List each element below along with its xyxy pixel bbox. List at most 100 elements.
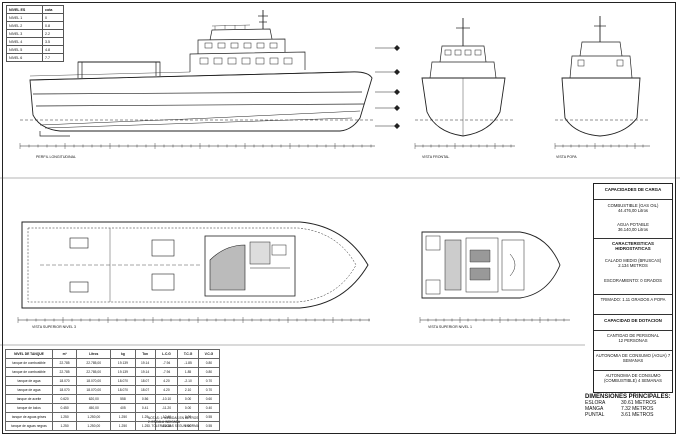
tanks-cell: 18.07 <box>134 385 156 395</box>
tanks-cell: 19.139 <box>110 367 136 377</box>
tanks-cell: 1.250 <box>110 412 136 422</box>
tanks-cell: 19.139 <box>110 358 136 368</box>
tanks-cell: 18.070,00 <box>76 376 112 386</box>
trim-text: TRIMADO: 1.11 GRADOS A POPA <box>594 294 672 309</box>
tanks-cell: 0.00 <box>177 403 199 413</box>
tanks-cell: 0.80 <box>197 358 221 368</box>
tanks-cell: 0.70 <box>197 385 221 395</box>
side-profile <box>19 10 400 149</box>
tanks-cell: 1.25 <box>134 421 156 431</box>
level-value: 7.7 <box>42 53 64 62</box>
water-label: AGUA POTABLE <box>617 222 649 227</box>
note-line: 3. TOLERANCIAS SEGUN NORMA <box>148 424 199 428</box>
tanks-cell: 1.250 <box>51 412 78 422</box>
tanks-cell: 4.20 <box>154 385 179 395</box>
tanks-cell: -7.94 <box>154 358 179 368</box>
tanks-cell: 1.250 <box>110 421 136 431</box>
tanks-cell: 22.785 <box>51 367 78 377</box>
tanks-cell: 18.070 <box>110 376 136 386</box>
tanks-cell: 0.450 <box>51 403 78 413</box>
tanks-cell: -11.20 <box>154 403 179 413</box>
dimension-label: ESLORA <box>585 400 606 406</box>
dimensions-title: DIMENSIONES PRINCIPALES: <box>585 394 671 400</box>
tanks-cell: -12.40 <box>154 421 179 431</box>
front-view <box>414 18 515 149</box>
drawing-sheet <box>2 2 676 434</box>
caption-lower-deck: VISTA SUPERIOR NIVEL 1 <box>428 325 472 329</box>
dimension-row: MANGA 7.32 METROS <box>585 406 675 412</box>
tanks-cell: 0.60 <box>197 394 221 404</box>
cargo-title: CAPACIDADES DE CARGA <box>604 187 662 192</box>
tanks-cell: tanque de agua <box>5 376 53 386</box>
tanks-cell: tanque de aguas negras <box>5 421 53 431</box>
tanks-header-cell: kg <box>110 349 136 359</box>
aft-view <box>554 16 650 149</box>
dimension-value: 3.61 METROS <box>621 412 654 418</box>
tanks-cell: 2.10 <box>177 385 199 395</box>
tanks-cell: 0.55 <box>197 412 221 422</box>
tanks-cell: 4.20 <box>154 376 179 386</box>
tanks-cell: 1.250,00 <box>76 412 112 422</box>
tanks-cell: 19.14 <box>134 367 156 377</box>
tanks-cell: 0.41 <box>134 403 156 413</box>
tanks-cell: 22.785 <box>51 358 78 368</box>
hydro-title: CARACTERISTICAS HIDROSTATICAS <box>594 238 672 255</box>
tanks-cell: 22.785,00 <box>76 358 112 368</box>
tanks-cell: 558 <box>110 394 136 404</box>
draft-label: CALADO MEDIO (BRUSCAS) <box>604 258 662 263</box>
crew-label: CANTIDAD DE PERSONAL <box>606 333 660 338</box>
tanks-cell: 18.070 <box>51 385 78 395</box>
main-deck-plan <box>17 221 370 323</box>
tanks-cell: 0.70 <box>197 376 221 386</box>
info-panel: CAPACIDADES DE CARGA COMBUSTIBLE (GAS OI… <box>593 183 673 393</box>
tanks-header-cell: V.C.G <box>197 349 221 359</box>
tanks-cell: -7.94 <box>154 367 179 377</box>
tanks-header-cell: Ton <box>134 349 156 359</box>
tanks-cell: tanque de combustible <box>5 358 53 368</box>
tanks-cell: 18.070 <box>110 385 136 395</box>
tanks-cell: tanque de aceite <box>5 394 53 404</box>
auto-water: AUTONOMIA DE CONSUMO (AGUA) 7 SEMANAS <box>594 350 672 369</box>
tanks-cell: 22.785,00 <box>76 367 112 377</box>
level-name: NIVEL 6 <box>5 53 44 62</box>
tanks-header-cell: NIVEL DE TANQUE <box>5 349 53 359</box>
note-line: 2. ESCALA INDICADA <box>148 420 181 424</box>
dimension-value: 30.61 METROS <box>621 400 657 406</box>
dimension-label: MANGA <box>585 406 604 412</box>
tanks-cell: 620,00 <box>76 394 112 404</box>
crew-value: 12 PERSONAS <box>618 338 648 343</box>
note-line: NOTAS: 1. MEDIDAS EN METROS <box>148 416 199 420</box>
tanks-cell: 18.07 <box>134 376 156 386</box>
water-box: AGUA POTABLE 36.140,00 Litros <box>594 220 672 240</box>
caption-front: VISTA FRONTAL <box>422 155 450 159</box>
draft-box: CALADO MEDIO (BRUSCAS) 2.134 METROS <box>594 256 672 276</box>
tanks-cell: 0.56 <box>134 394 156 404</box>
draft-value: 2.134 METROS <box>618 263 648 268</box>
tanks-cell: 1.85 <box>177 367 199 377</box>
fuel-label: COMBUSTIBLE (GAS OIL) <box>607 203 659 208</box>
tanks-cell: 0.55 <box>197 421 221 431</box>
heel-text: ESCORAMIENTO: 0 GRADOS <box>604 278 662 283</box>
tanks-cell: 0.00 <box>177 394 199 404</box>
main-dimensions: DIMENSIONES PRINCIPALES: ESLORA 30.61 MET… <box>585 394 675 418</box>
tanks-cell: 450,00 <box>76 403 112 413</box>
dimension-label: PUNTAL <box>585 412 605 418</box>
tanks-cell: -10.10 <box>154 394 179 404</box>
tanks-header-cell: Litros <box>76 349 112 359</box>
tanks-cell: 1.250 <box>51 421 78 431</box>
tanks-cell: 405 <box>110 403 136 413</box>
tanks-header-cell: T.C.G <box>177 349 199 359</box>
tanks-cell: 0.620 <box>51 394 78 404</box>
dimension-row: PUNTAL 3.61 METROS <box>585 412 675 418</box>
dimension-row: ESLORA 30.61 METROS <box>585 400 675 406</box>
dimension-value: 7.32 METROS <box>621 406 654 412</box>
